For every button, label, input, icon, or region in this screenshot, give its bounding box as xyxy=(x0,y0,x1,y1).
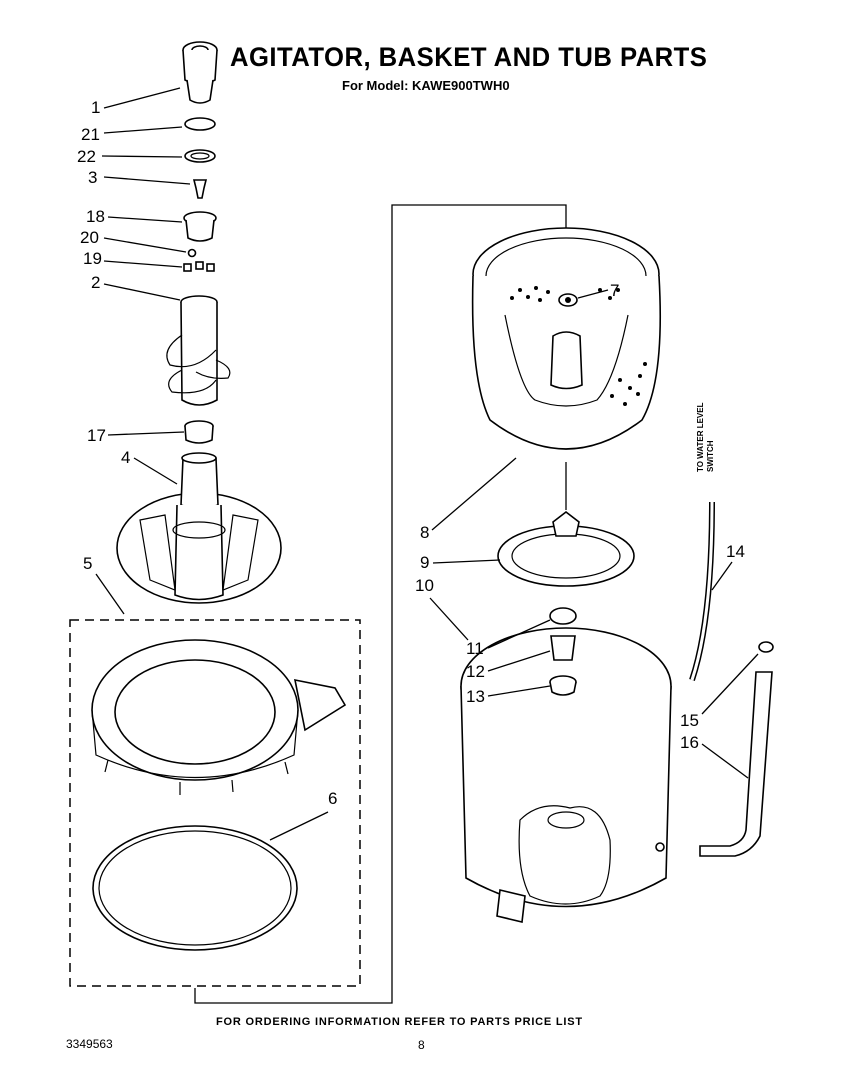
callout-10: 10 xyxy=(415,576,434,595)
part-agitator-cap xyxy=(182,41,218,104)
callout-2: 2 xyxy=(91,273,100,292)
callout-15: 15 xyxy=(680,711,699,730)
callout-16: 16 xyxy=(680,733,699,752)
callout-11: 11 xyxy=(466,639,484,658)
part-5-frame-box xyxy=(69,619,361,987)
callout-14: 14 xyxy=(726,542,745,561)
part-9-gasket xyxy=(497,510,635,587)
callout-20: 20 xyxy=(80,228,99,247)
part-4-agitator-base xyxy=(116,452,282,604)
callout-21: 21 xyxy=(81,125,100,144)
page-number: 8 xyxy=(418,1038,425,1052)
page-title: AGITATOR, BASKET AND TUB PARTS xyxy=(230,42,708,72)
part-18-dog-cam xyxy=(183,211,217,242)
part-5-tub-ring xyxy=(91,639,347,795)
callout-19: 19 xyxy=(83,249,102,268)
part-22-seal xyxy=(184,149,216,163)
model-subtitle: For Model: KAWE900TWH0 xyxy=(342,78,510,93)
part-17-cam xyxy=(184,420,214,444)
callout-22: 22 xyxy=(77,147,96,166)
part-13-seal xyxy=(549,675,577,696)
part-7-hub-nut xyxy=(558,293,578,307)
part-11-clamp xyxy=(549,607,577,625)
callout-5: 5 xyxy=(83,554,92,573)
callout-13: 13 xyxy=(466,687,485,706)
part-20-washer xyxy=(187,248,197,258)
part-10-outer-tub xyxy=(460,627,672,923)
callout-8: 8 xyxy=(420,523,429,542)
document-number: 3349563 xyxy=(66,1037,113,1051)
part-16-fill-hose xyxy=(699,671,773,857)
part-19-dogs xyxy=(183,261,215,272)
part-3-fastener xyxy=(192,179,208,199)
callout-group: 1 21 22 3 18 20 19 2 17 4 5 6 7 8 9 10 1… xyxy=(77,87,759,841)
callout-17: 17 xyxy=(87,426,106,445)
callout-1: 1 xyxy=(91,98,100,117)
callout-12: 12 xyxy=(466,662,485,681)
callout-18: 18 xyxy=(86,207,105,226)
callout-4: 4 xyxy=(121,448,130,467)
part-12-coupling xyxy=(550,635,576,661)
callout-9: 9 xyxy=(420,553,429,572)
assembly-connector xyxy=(194,204,567,1004)
part-21-ring xyxy=(184,117,216,131)
part-2-agitator-auger xyxy=(166,295,231,406)
part-8-basket xyxy=(471,227,662,450)
callout-6: 6 xyxy=(328,789,337,808)
callout-7: 7 xyxy=(610,281,619,300)
ordering-note: FOR ORDERING INFORMATION REFER TO PARTS … xyxy=(216,1016,583,1028)
callout-3: 3 xyxy=(88,168,97,187)
part-6-seal-ring xyxy=(92,825,298,951)
part-15-clamp xyxy=(758,641,774,653)
